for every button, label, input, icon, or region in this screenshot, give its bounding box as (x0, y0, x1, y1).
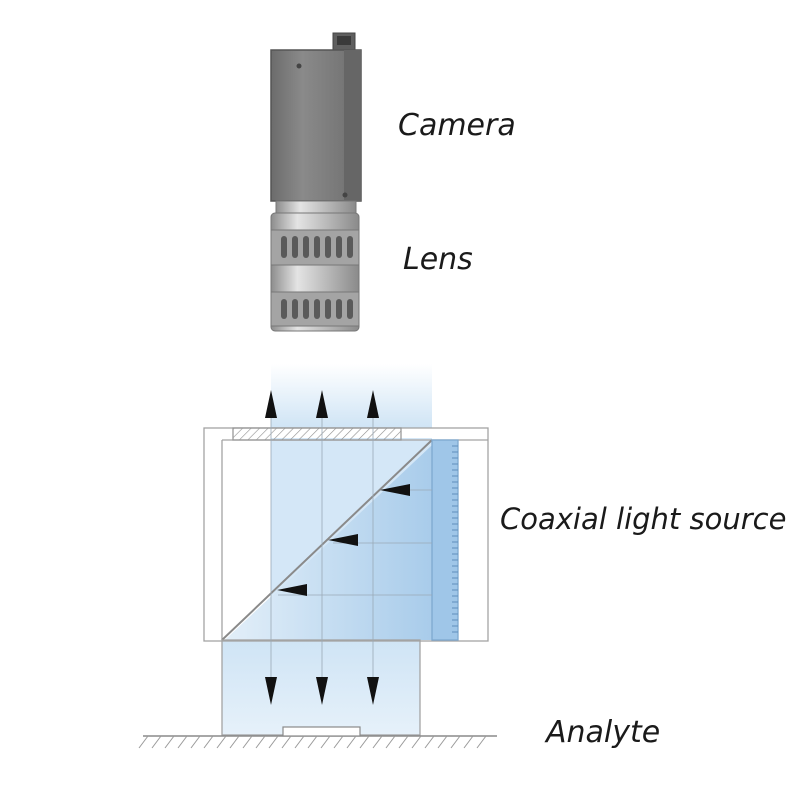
light-direction-arrows (265, 390, 410, 705)
coaxial-light-source-label: Coaxial light source (500, 502, 787, 536)
lens-grip-slot (325, 236, 331, 258)
lens-grip-slot (303, 236, 309, 258)
ground-hatch-line (450, 735, 461, 749)
ground-hatch-line (359, 735, 370, 749)
lens-label: Lens (403, 242, 473, 277)
ground-hatch-line (177, 735, 188, 749)
lens-grip-slots (281, 236, 353, 319)
camera-screw (296, 63, 302, 69)
arrow-up-icon (265, 390, 277, 418)
arrow-left-icon (328, 534, 358, 546)
arrow-down-icon (265, 677, 277, 705)
camera-side-edge (344, 50, 361, 201)
camera-screw (342, 192, 348, 198)
ground-hatch-line (307, 735, 318, 749)
ground-hatch-line (151, 735, 162, 749)
ground-hatch-line (385, 735, 396, 749)
light-beams (222, 364, 437, 735)
beam-side (225, 445, 437, 640)
ground-hatch-line (294, 735, 305, 749)
lens-grip-slot (325, 299, 331, 319)
ground-hatch-line (229, 735, 240, 749)
lens (270, 200, 360, 332)
ground-hatch-line (268, 735, 279, 749)
ground-hatch-line (242, 735, 253, 749)
ground-hatch-line (138, 735, 149, 749)
beam-up (271, 364, 432, 428)
lens-grip-slot (347, 236, 353, 258)
lens-grip-slot (303, 299, 309, 319)
lens-grip-slot (292, 299, 298, 319)
ground-hatch-line (320, 735, 331, 749)
ground-hatch-line (255, 735, 266, 749)
analyte-stage (138, 726, 497, 749)
arrow-down-icon (316, 677, 328, 705)
camera (270, 32, 362, 202)
ground-hatch-line (463, 735, 474, 749)
ground-hatch-line (203, 735, 214, 749)
ground-hatch-line (372, 735, 383, 749)
ground-hatch-line (411, 735, 422, 749)
arrow-left-icon (277, 584, 307, 596)
lens-grip-slot (336, 299, 342, 319)
ground-hatch-line (333, 735, 344, 749)
ground-hatch-line (476, 735, 487, 749)
lens-grip-slot (347, 299, 353, 319)
ground-hatch-line (424, 735, 435, 749)
arrow-down-icon (367, 677, 379, 705)
analyte-label: Analyte (546, 715, 661, 750)
lens-grip-slot (292, 236, 298, 258)
ground-hatch-line (281, 735, 292, 749)
ground-hatch-line (437, 735, 448, 749)
coaxial-light-housing (203, 427, 489, 736)
ground-hatch (138, 735, 487, 749)
camera-connector-slot (337, 36, 351, 45)
arrow-left-icon (380, 484, 410, 496)
lens-grip-slot (281, 299, 287, 319)
lens-grip-slot (314, 299, 320, 319)
ground-hatch-line (164, 735, 175, 749)
ground-hatch-line (398, 735, 409, 749)
camera-label: Camera (398, 108, 516, 143)
beam-splitter-mirror (221, 439, 433, 641)
ground-hatch-line (190, 735, 201, 749)
led-panel (431, 439, 459, 641)
ground-hatch-line (346, 735, 357, 749)
beam-grid-lines (270, 395, 432, 690)
lens-mount (275, 200, 357, 214)
lens-grip-slot (281, 236, 287, 258)
top-window-glass (232, 427, 402, 441)
lens-grip-slot (336, 236, 342, 258)
lens-grip-slot (314, 236, 320, 258)
arrow-up-icon (367, 390, 379, 418)
arrow-up-icon (316, 390, 328, 418)
led-panel-ticks (452, 445, 458, 633)
ground-hatch-line (216, 735, 227, 749)
analyte-sample (282, 726, 361, 737)
